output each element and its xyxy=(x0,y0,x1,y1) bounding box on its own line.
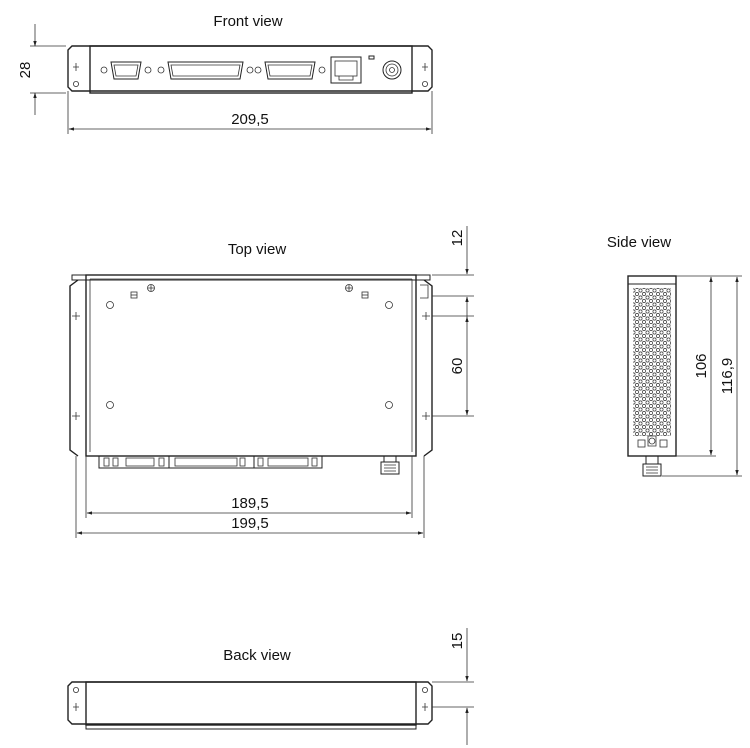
side-top-strip xyxy=(627,275,677,285)
dim-top-offset: 12 xyxy=(449,230,466,247)
dim-side-depth: 106 xyxy=(693,353,710,378)
db-large-connector xyxy=(157,61,254,80)
top-connector-profiles xyxy=(98,455,400,475)
dim-top-hole-spacing: 60 xyxy=(449,358,466,375)
top-body-inner-edge xyxy=(89,278,413,452)
front-view-title: Front view xyxy=(213,13,282,30)
back-view: Back view 15 xyxy=(67,628,474,745)
front-view: Front view xyxy=(17,13,433,134)
front-width-dimension: 209,5 xyxy=(67,91,433,134)
top-screws xyxy=(106,284,393,409)
back-flange-holes xyxy=(73,687,428,711)
db9-connector xyxy=(100,61,152,80)
front-flange xyxy=(67,45,433,92)
dim-top-outer-width: 199,5 xyxy=(231,515,269,532)
top-left-ear xyxy=(69,279,79,457)
side-total-depth-dimension: 116,9 xyxy=(662,275,742,477)
back-body xyxy=(85,681,417,726)
top-ear-slots xyxy=(72,284,430,420)
top-view-title: Top view xyxy=(228,241,287,258)
front-body xyxy=(89,45,413,94)
db-medium-connector xyxy=(254,61,326,80)
top-body xyxy=(85,274,417,457)
side-depth-dimension: 106 xyxy=(676,275,716,457)
top-hole-spacing-dimension: 60 xyxy=(432,315,474,417)
top-outer-width-dimension: 199,5 xyxy=(75,456,425,538)
power-jack xyxy=(382,60,402,80)
back-flange xyxy=(67,681,433,725)
top-right-ear xyxy=(423,279,433,457)
dim-top-inner-width: 189,5 xyxy=(231,495,269,512)
side-bottom-details xyxy=(637,435,668,477)
led-indicator xyxy=(368,55,375,60)
front-flange-holes xyxy=(73,63,428,88)
dim-side-total-depth: 116,9 xyxy=(719,358,736,394)
back-height-dimension: 15 xyxy=(432,628,474,745)
dim-front-height: 28 xyxy=(17,62,34,79)
top-inner-width-dimension: 189,5 xyxy=(85,456,413,518)
front-height-dimension: 28 xyxy=(17,24,66,115)
side-view-title: Side view xyxy=(607,234,671,251)
side-view: Side view 106 116,9 xyxy=(607,234,742,477)
side-vent-pattern-offset xyxy=(633,288,671,436)
dim-back-height: 15 xyxy=(449,633,466,650)
top-view: Top view xyxy=(69,226,474,538)
back-bottom-lip xyxy=(85,725,417,730)
rj45-connector xyxy=(330,56,362,84)
back-view-title: Back view xyxy=(223,647,291,664)
dim-front-width: 209,5 xyxy=(231,111,269,128)
top-offset-dimension: 12 xyxy=(432,226,474,318)
